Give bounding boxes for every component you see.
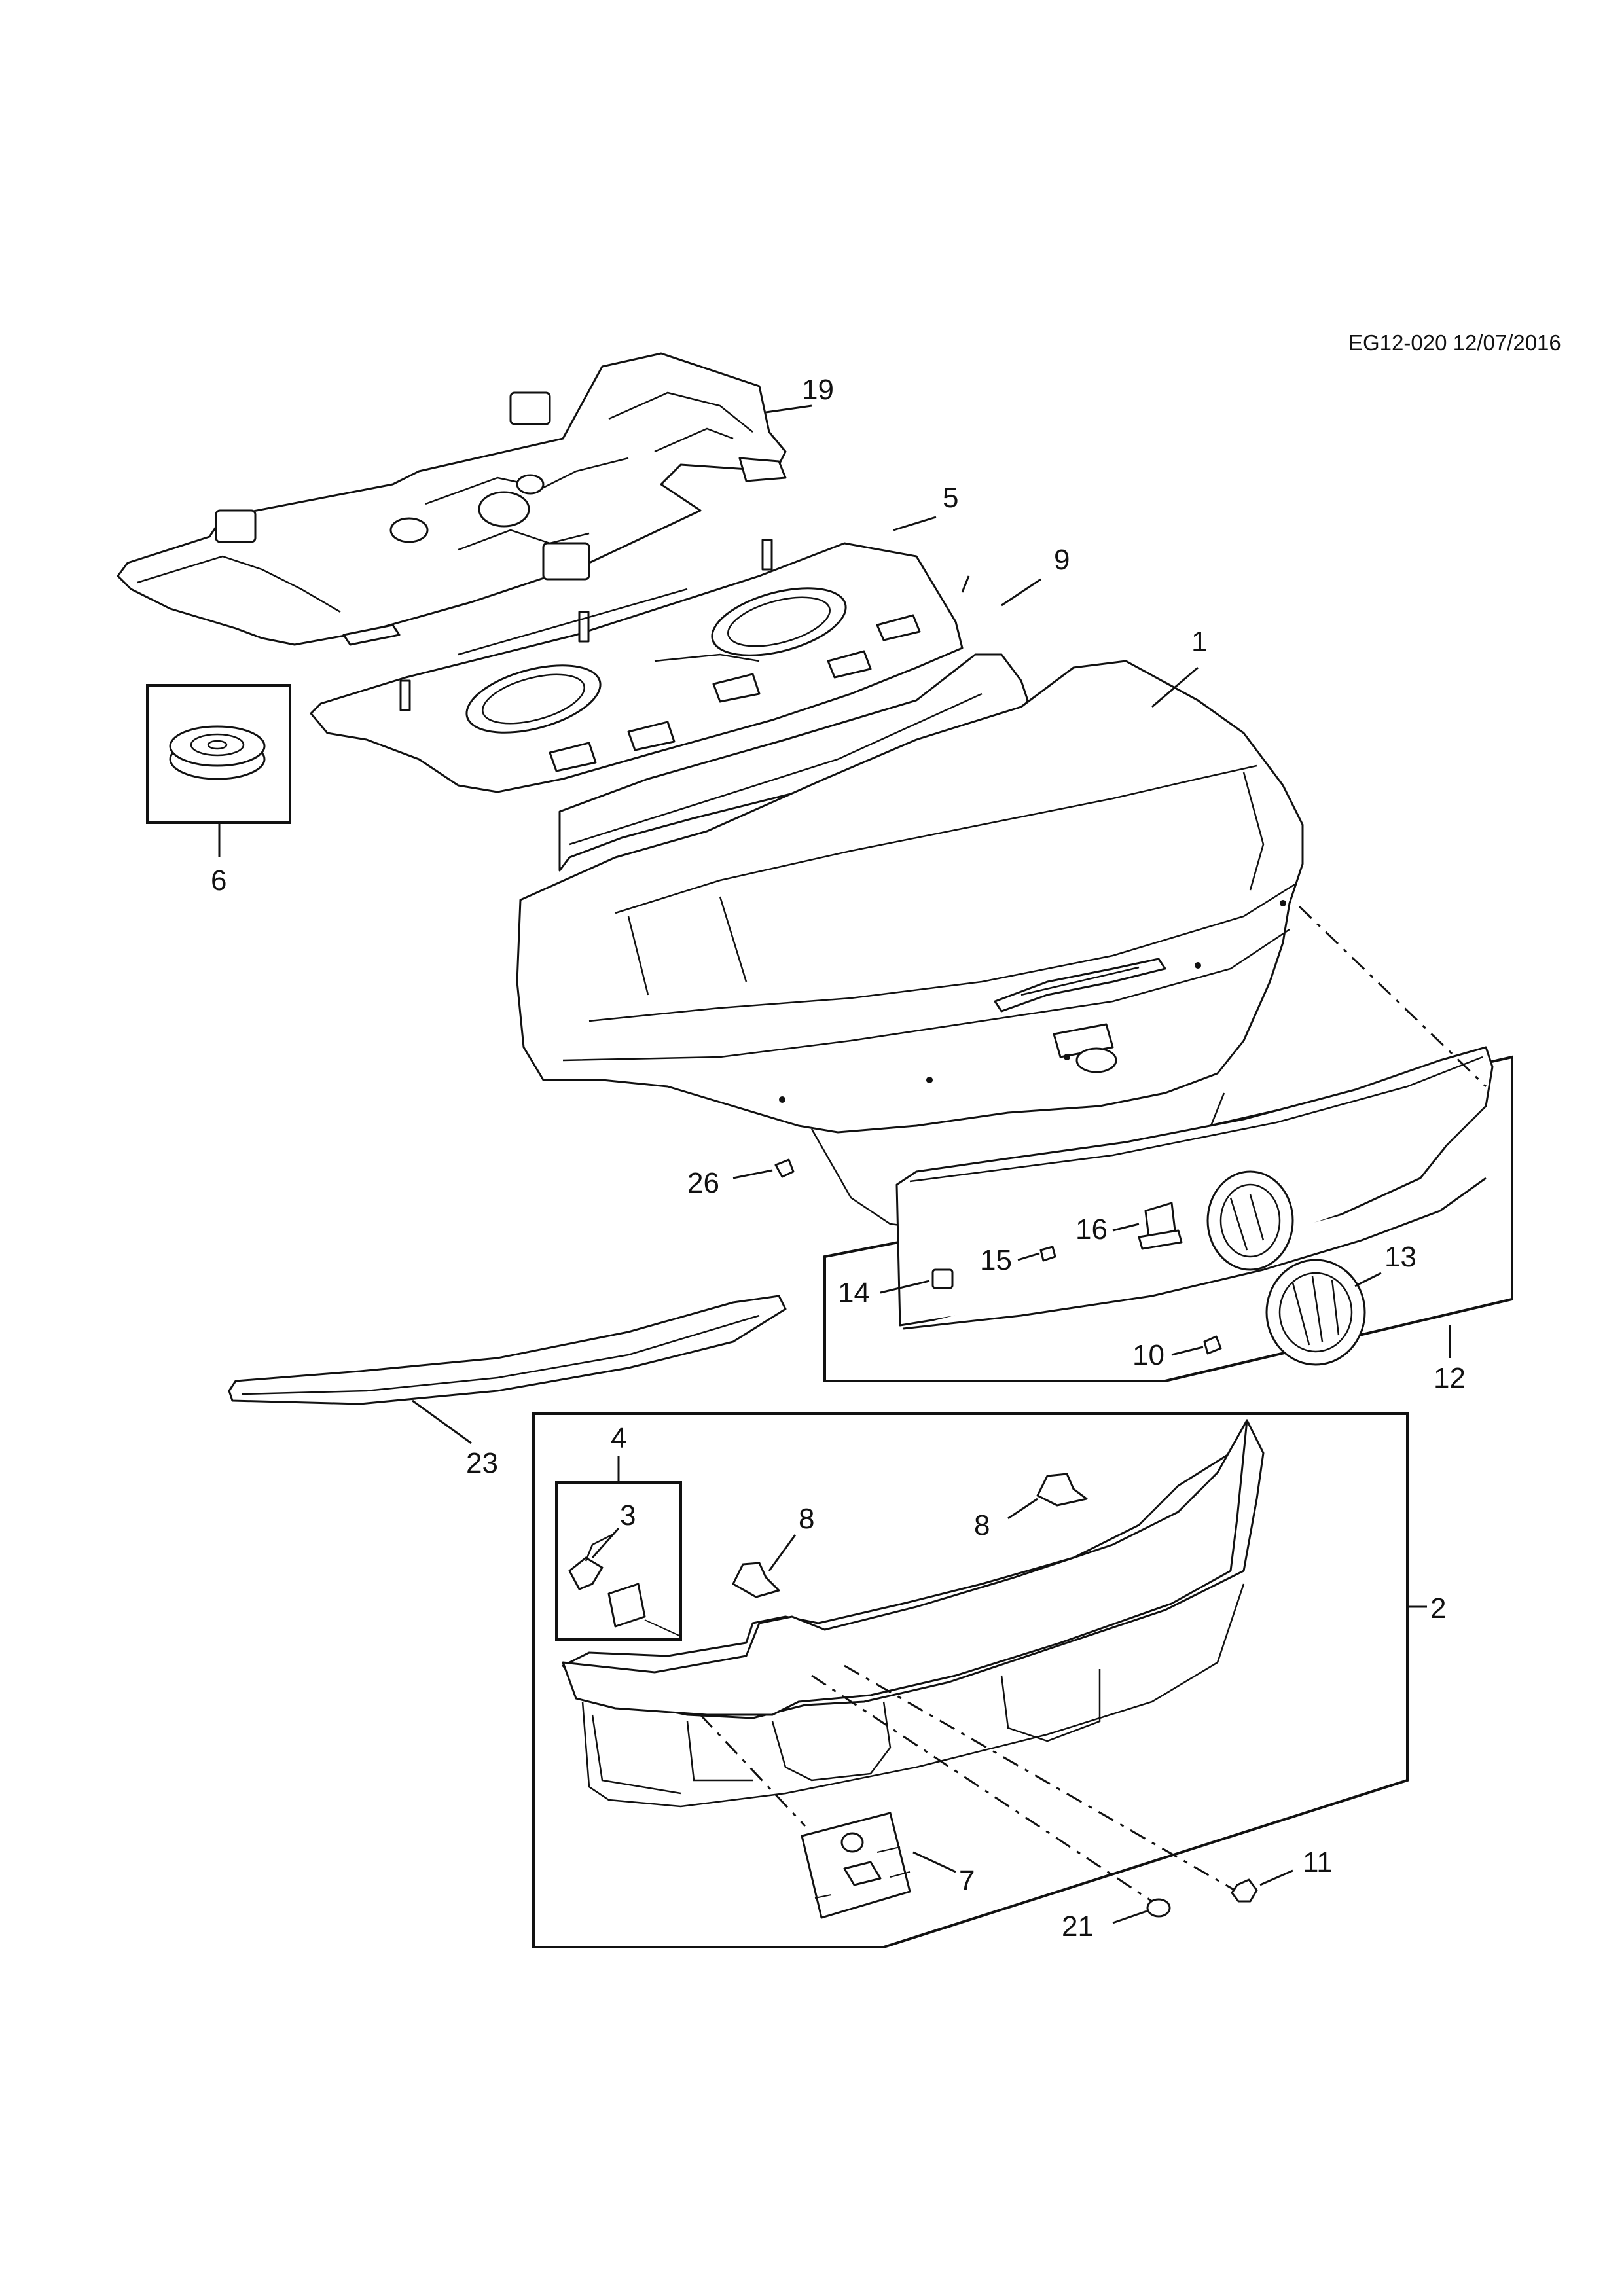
callout-6: 6: [211, 865, 226, 897]
part-2-rear-panel-assembly: [532, 1412, 1427, 1948]
callout-11: 11: [1303, 1846, 1333, 1878]
callout-labels: 19 5 9 1 6 26 16 15 14 13 10 12 23 4 3 8…: [211, 374, 1466, 1943]
callout-8-left: 8: [799, 1503, 814, 1535]
part-12-garnish-assembly: [823, 905, 1513, 1382]
callout-14: 14: [838, 1277, 870, 1309]
callout-1: 1: [1191, 626, 1207, 658]
callout-2: 2: [1430, 1592, 1446, 1624]
callout-12: 12: [1434, 1362, 1466, 1394]
callout-23: 23: [466, 1447, 498, 1479]
part-26-clip: [732, 1158, 795, 1179]
callout-19: 19: [802, 374, 834, 406]
callout-21: 21: [1062, 1910, 1094, 1943]
callout-26: 26: [687, 1167, 719, 1199]
callout-4: 4: [611, 1422, 626, 1454]
callout-15: 15: [980, 1244, 1012, 1276]
callout-10: 10: [1132, 1339, 1164, 1371]
callout-8-right: 8: [974, 1509, 990, 1541]
callout-7: 7: [959, 1865, 975, 1897]
callout-9: 9: [1054, 544, 1070, 576]
upper-leaders: [765, 404, 1199, 708]
drawing-code: EG12-020 12/07/2016: [1348, 331, 1561, 355]
part-19-insulator-panel: [117, 352, 787, 646]
callout-13: 13: [1384, 1241, 1416, 1273]
part-5-parcel-shelf: [310, 539, 964, 793]
part-6-plug-detail: [146, 684, 291, 857]
callout-3: 3: [620, 1499, 636, 1532]
part-23-spoiler: [228, 1295, 787, 1444]
callout-16: 16: [1075, 1213, 1108, 1246]
callout-5: 5: [943, 482, 958, 514]
